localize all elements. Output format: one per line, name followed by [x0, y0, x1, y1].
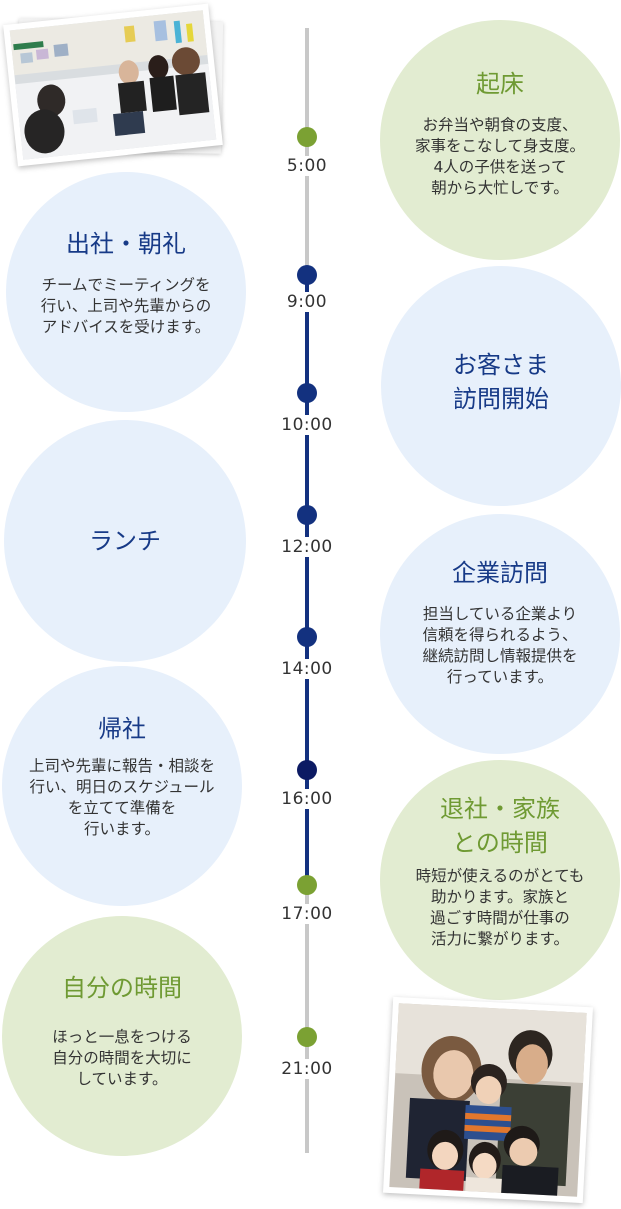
event-title: お客さま 訪問開始 — [453, 351, 549, 413]
event-title: ランチ — [89, 527, 161, 555]
time-label-1000: 10:00 — [280, 415, 334, 435]
family-photo — [383, 996, 593, 1204]
time-label-1600: 16:00 — [280, 789, 334, 809]
event-description: 時短が使えるのがとても 助かります。家族と 過ごす時間が仕事の 活力に繋がります… — [415, 867, 585, 948]
event-personal-time: 自分の時間 ほっと一息をつける 自分の時間を大切に しています。 — [2, 916, 242, 1156]
event-description: チームでミーティングを 行い、上司や先輩からの アドバイスを受けます。 — [40, 275, 212, 336]
event-description: 上司や先輩に報告・相談を 行い、明日のスケジュール を立てて準備を 行います。 — [28, 757, 215, 838]
event-description: ほっと一息をつける 自分の時間を大切に しています。 — [52, 1027, 192, 1088]
office-meeting-photo — [3, 3, 223, 167]
event-company-visit: 企業訪問 担当している企業より 信頼を得られるよう、 継続訪問し情報提供を 行っ… — [380, 514, 620, 754]
event-description: 担当している企業より 信頼を得られるよう、 継続訪問し情報提供を 行っています。 — [422, 605, 578, 686]
timeline-line-lower — [305, 885, 309, 1153]
event-description: お弁当や朝食の支度、 家事をこなして身支度。 4人の子供を送って 朝から大忙しで… — [414, 116, 586, 197]
timeline-dot-0500 — [297, 127, 317, 147]
event-customer-visits: お客さま 訪問開始 — [381, 266, 621, 506]
time-label-0900: 9:00 — [285, 292, 329, 312]
timeline-dot-2100 — [297, 1027, 317, 1047]
timeline-line-work-hours — [305, 275, 309, 887]
timeline-dot-1600 — [297, 760, 317, 780]
event-leave-family-time: 退社・家族 との時間 時短が使えるのがとても 助かります。家族と 過ごす時間が仕… — [380, 760, 620, 1000]
event-title: 自分の時間 — [62, 973, 182, 1002]
event-return-to-office: 帰社 上司や先輩に報告・相談を 行い、明日のスケジュール を立てて準備を 行いま… — [2, 666, 242, 906]
timeline-line-upper — [305, 28, 309, 278]
event-wake-up: 起床 お弁当や朝食の支度、 家事をこなして身支度。 4人の子供を送って 朝から大… — [380, 20, 620, 260]
time-label-1700: 17:00 — [280, 904, 334, 924]
event-title: 起床 — [476, 70, 524, 98]
event-lunch: ランチ — [4, 420, 246, 662]
timeline-dot-1000 — [297, 383, 317, 403]
time-label-0500: 5:00 — [285, 156, 329, 176]
timeline-dot-1700 — [297, 875, 317, 895]
timeline-dot-0900 — [297, 265, 317, 285]
event-title: 帰社 — [98, 715, 146, 743]
event-title: 退社・家族 との時間 — [440, 795, 560, 857]
time-label-2100: 21:00 — [280, 1059, 334, 1079]
time-label-1400: 14:00 — [280, 659, 334, 679]
event-title: 企業訪問 — [452, 559, 548, 587]
event-arrival-morning-meeting: 出社・朝礼 チームでミーティングを 行い、上司や先輩からの アドバイスを受けます… — [6, 172, 246, 412]
event-title: 出社・朝礼 — [66, 229, 186, 258]
timeline-dot-1200 — [297, 505, 317, 525]
timeline-dot-1400 — [297, 627, 317, 647]
time-label-1200: 12:00 — [280, 537, 334, 557]
